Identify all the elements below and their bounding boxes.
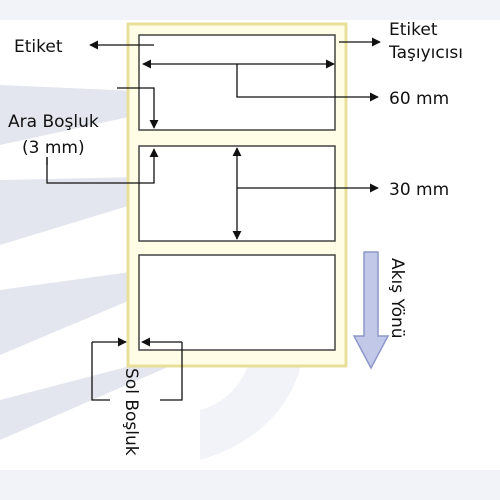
left-margin-bracket — [91, 337, 183, 401]
left-margin-text: Sol Boşluk — [121, 368, 141, 456]
feed-direction-text: Akış Yönü — [387, 258, 407, 339]
gap-bracket — [46, 87, 159, 184]
gap-text-line2: (3 mm) — [22, 138, 85, 158]
carrier-text-line2: Taşıyıcısı — [388, 43, 463, 63]
width-text: 60 mm — [389, 89, 449, 109]
feed-direction-arrow — [352, 251, 390, 370]
height-dimension — [232, 147, 379, 240]
gap-text-line1: Ara Boşluk — [8, 112, 99, 132]
label-text: Etiket — [14, 37, 63, 57]
label-3 — [138, 254, 336, 351]
carrier-text-line1: Etiket — [389, 20, 438, 40]
width-dimension — [142, 59, 379, 102]
height-text: 30 mm — [389, 180, 449, 200]
